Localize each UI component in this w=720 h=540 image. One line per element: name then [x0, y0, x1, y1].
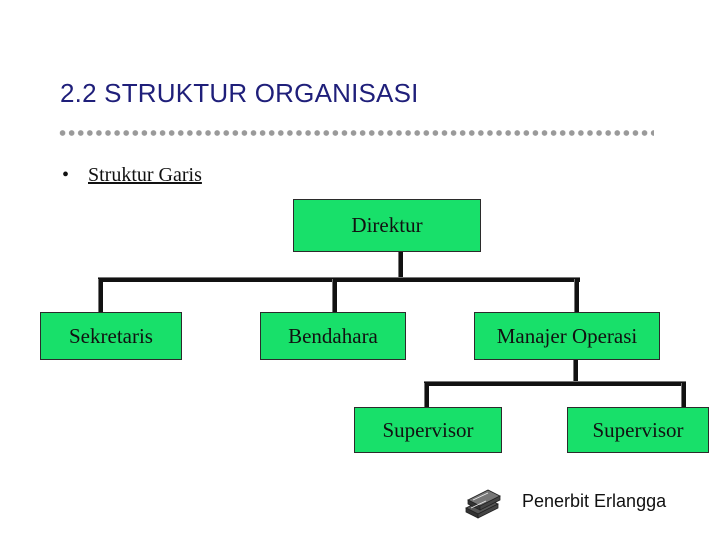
connector-bendahara [332, 279, 337, 313]
book-stack-icon [465, 489, 501, 519]
connector-sekretaris [98, 279, 103, 313]
connector-level3-bar [424, 381, 686, 386]
connector-root-down [398, 251, 403, 281]
connector-level2-bar [98, 277, 580, 282]
org-box-manajer-operasi: Manajer Operasi [474, 312, 660, 360]
bullet-text: Struktur Garis [88, 164, 202, 186]
org-box-supervisor-2: Supervisor [567, 407, 709, 453]
connector-manajer [574, 279, 579, 313]
org-box-direktur: Direktur [293, 199, 481, 252]
dotted-divider [58, 129, 654, 137]
org-box-supervisor-1: Supervisor [354, 407, 502, 453]
connector-supervisor-1 [424, 383, 429, 408]
slide-title: 2.2 STRUKTUR ORGANISASI [60, 78, 419, 108]
connector-supervisor-2 [681, 383, 686, 408]
org-box-sekretaris: Sekretaris [40, 312, 182, 360]
publisher-name: Penerbit Erlangga [522, 491, 667, 511]
org-box-bendahara: Bendahara [260, 312, 406, 360]
bullet-marker: • [62, 164, 70, 186]
connector-manajer-down [573, 359, 578, 385]
